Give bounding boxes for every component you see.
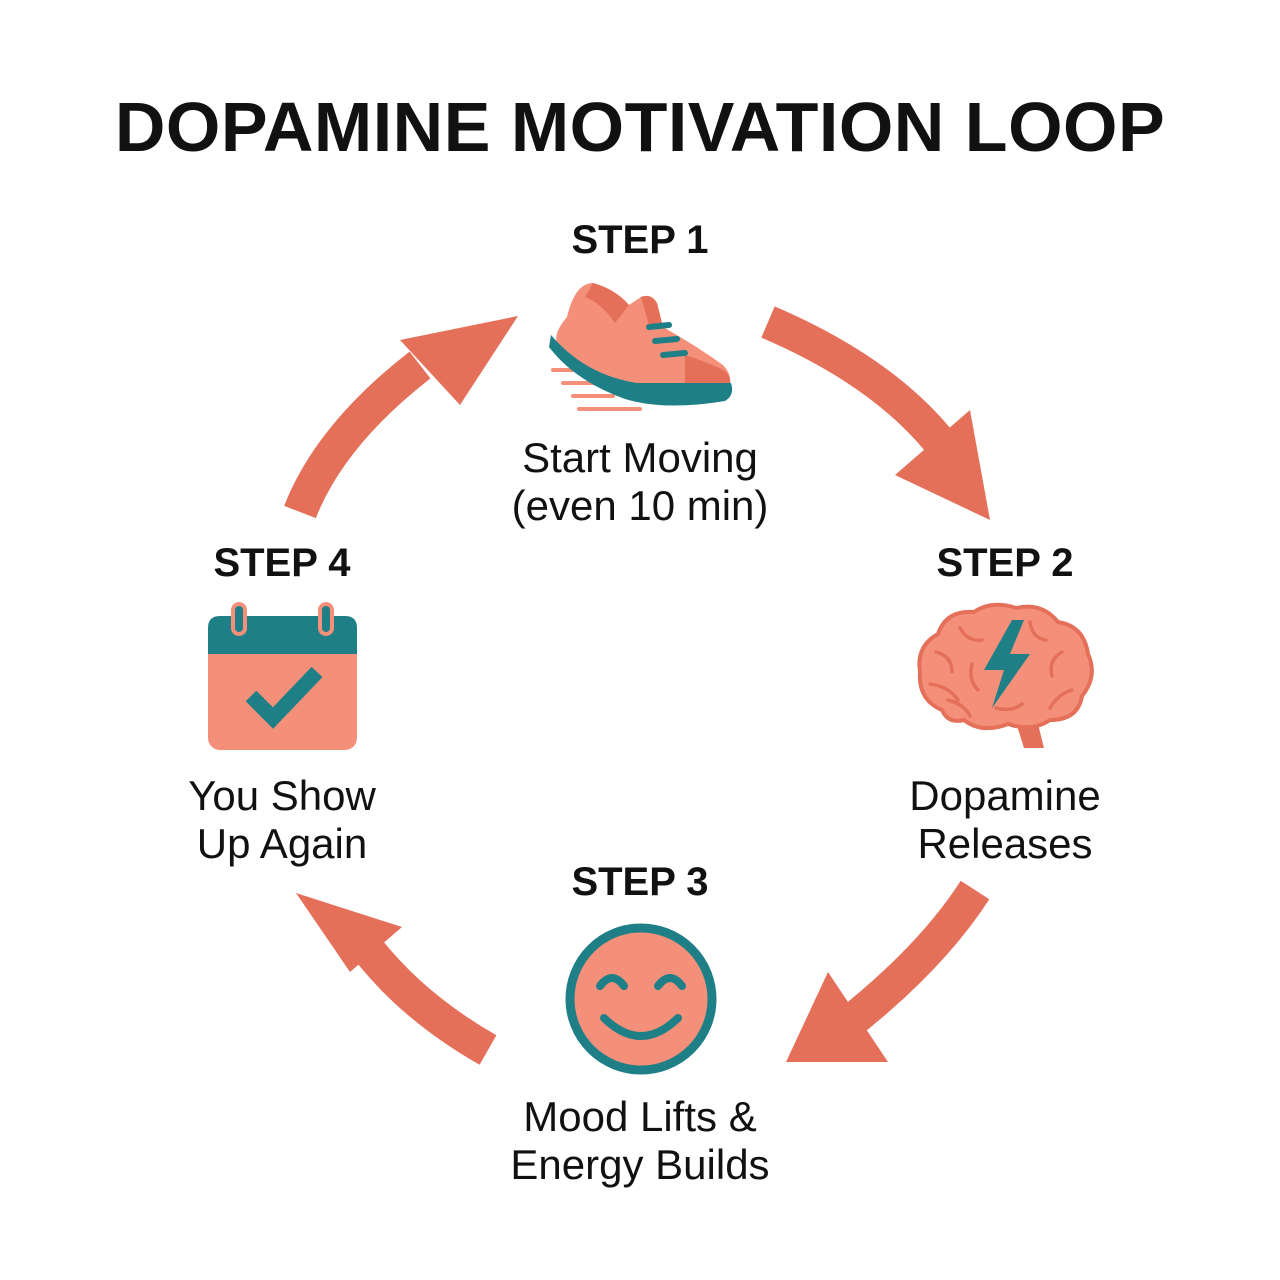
smiley-face-icon [565,923,717,1075]
step-4-text: You Show Up Again [188,772,376,867]
calendar-check-icon [208,602,357,750]
arrowhead-step2 [895,410,990,520]
diagram-title: DOPAMINE MOTIVATION LOOP [114,88,1166,166]
arrow-step4-to-step1 [284,351,431,519]
step-2-label: STEP 2 [936,541,1074,585]
arrow-step1-to-step2 [761,306,952,451]
step-3-label: STEP 3 [571,860,709,904]
step-2-text: Dopamine Releases [909,772,1101,867]
step-4-label: STEP 4 [213,541,351,585]
arrowhead-step3 [786,972,888,1062]
brain-lightning-icon [917,602,1094,748]
arrowhead-step4 [296,893,402,972]
step-3-text: Mood Lifts & Energy Builds [510,1093,770,1188]
arrowhead-step1 [400,316,518,405]
arrow-step2-to-step3 [829,880,990,1044]
running-shoe-icon [549,283,733,411]
step-1-text: Start Moving (even 10 min) [511,434,769,529]
step-1-label: STEP 1 [571,218,709,262]
